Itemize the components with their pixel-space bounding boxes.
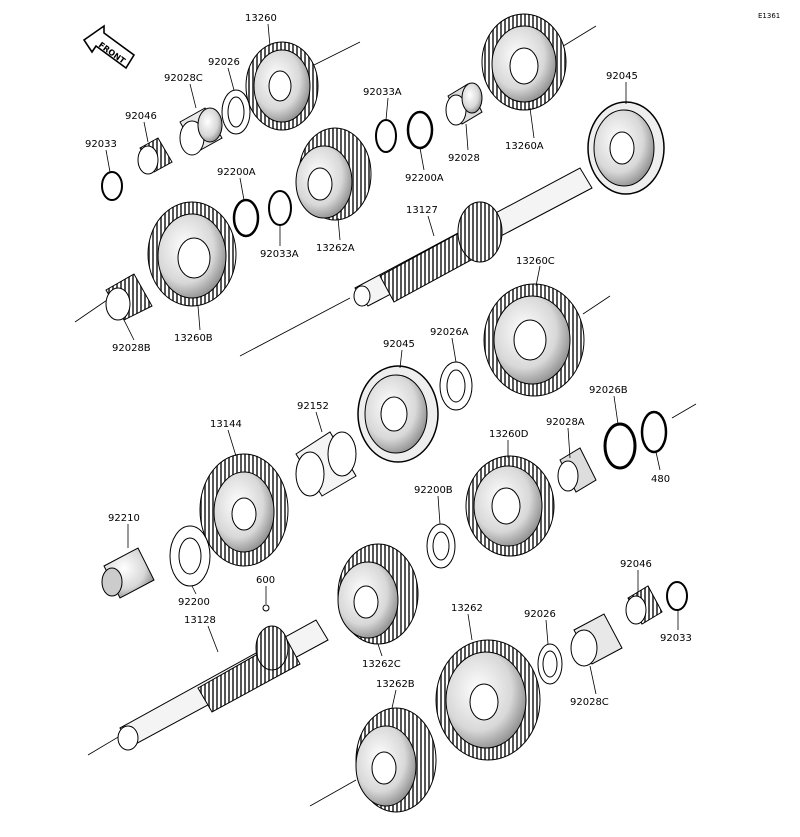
washer-92200B xyxy=(426,523,456,569)
label-92026A: 92026A xyxy=(430,327,469,338)
label-92033-bot: 92033 xyxy=(660,633,692,644)
label-13260B: 13260B xyxy=(174,333,213,344)
label-92046-top: 92046 xyxy=(125,111,157,122)
circlip-92033A-left xyxy=(268,190,292,226)
gear-13262C xyxy=(337,543,419,645)
gear-13262A xyxy=(295,127,372,221)
label-92033-top: 92033 xyxy=(85,139,117,150)
label-13262: 13262 xyxy=(451,603,483,614)
bushing-92028B xyxy=(105,273,153,321)
shaft-13128 xyxy=(117,619,329,751)
label-92028C-top: 92028C xyxy=(164,73,203,84)
label-600: 600 xyxy=(256,575,275,586)
circlip-92033-top xyxy=(101,171,123,201)
washer-92200A-right xyxy=(406,110,434,150)
label-92033A-right: 92033A xyxy=(363,87,402,98)
bearing-92046-top xyxy=(137,137,173,175)
label-92200A-left: 92200A xyxy=(217,167,256,178)
label-92028B: 92028B xyxy=(112,343,151,354)
gear-13262 xyxy=(435,639,541,761)
nut-92210 xyxy=(101,547,155,599)
front-arrow-icon: FRONT xyxy=(82,24,136,70)
bushing-92028 xyxy=(445,82,483,126)
label-92210: 92210 xyxy=(108,513,140,524)
gear-13260C xyxy=(483,283,585,397)
gear-13260D xyxy=(465,455,555,557)
label-13260A: 13260A xyxy=(505,141,544,152)
gear-13260A xyxy=(481,13,567,111)
label-13262A: 13262A xyxy=(316,243,355,254)
label-13260D: 13260D xyxy=(489,429,529,440)
washer-92200 xyxy=(169,525,211,587)
circlip-92033-bot xyxy=(666,581,688,611)
bushing-92028C-bot xyxy=(570,613,623,667)
label-92200B: 92200B xyxy=(414,485,453,496)
gear-13260B xyxy=(147,201,237,307)
label-92045-top: 92045 xyxy=(606,71,638,82)
label-92028A: 92028A xyxy=(546,417,585,428)
label-13260C: 13260C xyxy=(516,256,555,267)
label-92028C-bot: 92028C xyxy=(570,697,609,708)
circlip-480 xyxy=(640,410,668,454)
label-92026-top: 92026 xyxy=(208,57,240,68)
label-92152: 92152 xyxy=(297,401,329,412)
gear-13262B xyxy=(355,707,437,813)
label-13128: 13128 xyxy=(184,615,216,626)
washer-92026B xyxy=(603,422,637,470)
label-92026B: 92026B xyxy=(589,385,628,396)
diagram-code: E1361 xyxy=(758,12,780,20)
bearing-92046-bot xyxy=(625,585,663,625)
bearing-92045-top xyxy=(587,101,665,195)
bearing-92045-mid xyxy=(357,365,439,463)
label-13260: 13260 xyxy=(245,13,277,24)
label-13144: 13144 xyxy=(210,419,242,430)
ball-600 xyxy=(262,604,270,612)
label-92200: 92200 xyxy=(178,597,210,608)
sprocket-13144 xyxy=(199,453,289,567)
label-13262B: 13262B xyxy=(376,679,415,690)
label-92028: 92028 xyxy=(448,153,480,164)
label-13127: 13127 xyxy=(406,205,438,216)
washer-92026 xyxy=(221,89,251,135)
washer-92200A-left xyxy=(232,198,260,238)
label-480: 480 xyxy=(651,474,670,485)
circlip-92033A-right xyxy=(375,119,397,153)
shaft-13127 xyxy=(353,167,593,307)
washer-92026A xyxy=(439,361,473,411)
label-92045-mid: 92045 xyxy=(383,339,415,350)
label-92026-bot: 92026 xyxy=(524,609,556,620)
bushing-92028C xyxy=(179,107,223,156)
label-92033A-left: 92033A xyxy=(260,249,299,260)
label-92200A-right: 92200A xyxy=(405,173,444,184)
label-92046-bot: 92046 xyxy=(620,559,652,570)
bushing-92028A xyxy=(557,447,597,493)
label-13262C: 13262C xyxy=(362,659,401,670)
washer-92026-bot xyxy=(537,643,563,685)
gear-13260 xyxy=(245,41,319,131)
leader-lines xyxy=(105,23,679,709)
spacer-92152 xyxy=(295,431,357,497)
